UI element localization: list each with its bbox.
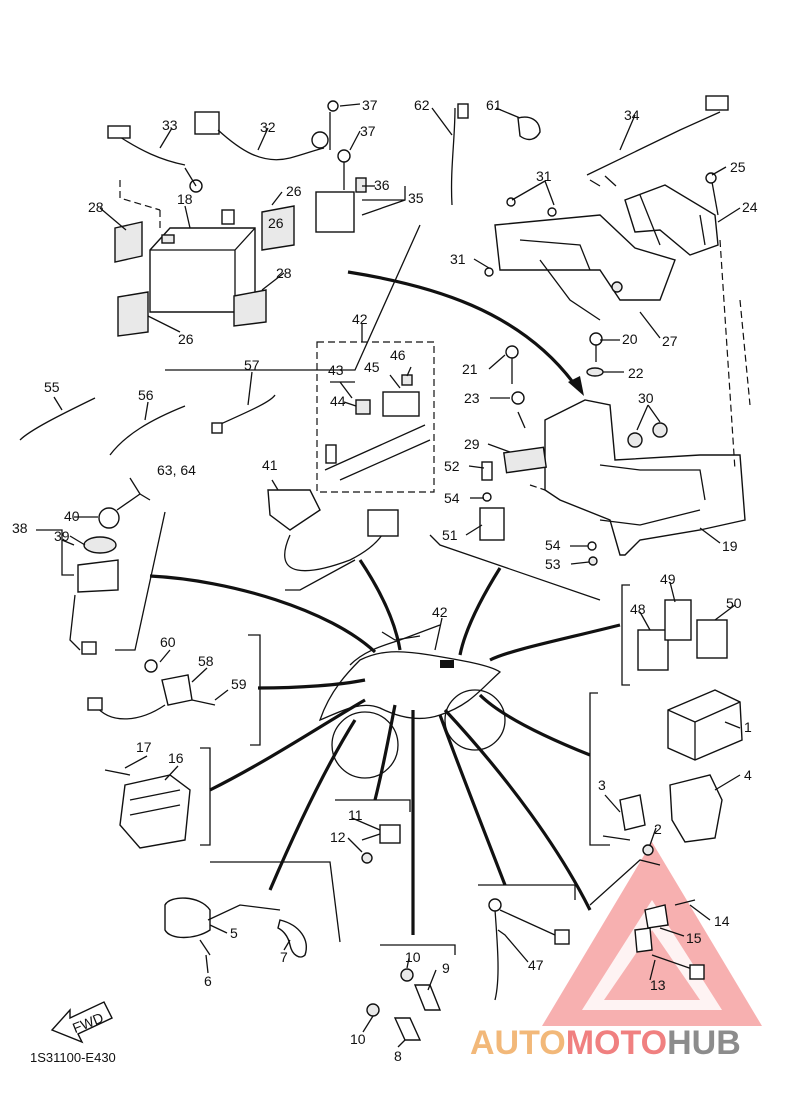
label-22: 22: [628, 365, 644, 381]
label-31b: 31: [450, 251, 466, 267]
label-19: 19: [722, 538, 738, 554]
label-13: 13: [650, 977, 666, 993]
label-54b: 54: [545, 537, 561, 553]
label-5: 5: [230, 925, 238, 941]
label-20: 20: [622, 331, 638, 347]
label-55: 55: [44, 379, 60, 395]
watermark-logo: AUTOMOTOHUB: [470, 1024, 741, 1062]
group-leader-lines: [149, 270, 621, 936]
label-29: 29: [464, 436, 480, 452]
label-26b: 26: [268, 215, 284, 231]
label-32: 32: [260, 119, 276, 135]
label-28b: 28: [276, 265, 292, 281]
label-1: 1: [744, 719, 752, 735]
label-8: 8: [394, 1048, 402, 1064]
label-61: 61: [486, 97, 502, 113]
label-9: 9: [442, 960, 450, 976]
label-46: 46: [390, 347, 406, 363]
label-42a: 42: [352, 311, 368, 327]
label-3: 3: [598, 777, 606, 793]
label-23: 23: [464, 390, 480, 406]
label-2: 2: [654, 821, 662, 837]
fwd-arrow: FWD: [50, 1001, 113, 1044]
label-44: 44: [330, 393, 346, 409]
label-10b: 10: [350, 1031, 366, 1047]
watermark-part-2: MOTO: [566, 1024, 667, 1062]
label-4: 4: [744, 767, 752, 783]
label-40: 40: [64, 508, 80, 524]
label-25: 25: [730, 159, 746, 175]
label-57: 57: [244, 357, 260, 373]
label-31a: 31: [536, 168, 552, 184]
label-41: 41: [262, 457, 278, 473]
label-59: 59: [231, 676, 247, 692]
label-6364: 63, 64: [157, 462, 196, 478]
label-39: 39: [54, 528, 70, 544]
label-21: 21: [462, 361, 478, 377]
label-58: 58: [198, 653, 214, 669]
label-36: 36: [374, 177, 390, 193]
watermark-part-3: HUB: [667, 1024, 741, 1062]
label-45: 45: [364, 359, 380, 375]
motorcycle-outline: [318, 624, 506, 779]
label-60: 60: [160, 634, 176, 650]
label-37a: 37: [362, 97, 378, 113]
label-11: 11: [348, 807, 363, 823]
fwd-label: FWD: [70, 1009, 106, 1036]
label-47: 47: [528, 957, 544, 973]
label-43: 43: [328, 362, 344, 378]
label-54a: 54: [444, 490, 460, 506]
label-27: 27: [662, 333, 678, 349]
label-24: 24: [742, 199, 758, 215]
label-28a: 28: [88, 199, 104, 215]
label-62: 62: [414, 97, 430, 113]
label-leaders: [36, 103, 741, 1048]
label-53: 53: [545, 556, 561, 572]
label-18: 18: [177, 191, 193, 207]
part-labels: 37 37 36 35 32 33 18 26 28 28 26 26 62 6…: [12, 97, 758, 1064]
watermark-part-1: AUTO: [470, 1024, 566, 1062]
watermark-triangle: [542, 842, 762, 1026]
label-56: 56: [138, 387, 154, 403]
label-6: 6: [204, 973, 212, 989]
label-50: 50: [726, 595, 742, 611]
label-7: 7: [280, 949, 288, 965]
label-34: 34: [624, 107, 640, 123]
label-12: 12: [330, 829, 346, 845]
label-48: 48: [630, 601, 646, 617]
battery-group: [107, 100, 367, 337]
label-35: 35: [408, 190, 424, 206]
label-30: 30: [638, 390, 654, 406]
label-52: 52: [444, 458, 460, 474]
label-26c: 26: [178, 331, 194, 347]
sensor-parts: [361, 824, 705, 1041]
diagram-code: 1S31100-E430: [30, 1050, 116, 1065]
label-38: 38: [12, 520, 28, 536]
label-17: 17: [136, 739, 152, 755]
label-15: 15: [686, 930, 702, 946]
label-51: 51: [442, 527, 458, 543]
label-37b: 37: [360, 123, 376, 139]
frame-bracket-group: [450, 95, 729, 321]
label-16: 16: [168, 750, 184, 766]
label-42b: 42: [432, 604, 448, 620]
label-14: 14: [714, 913, 730, 929]
relay-box-group: [316, 341, 435, 493]
label-26a: 26: [286, 183, 302, 199]
label-33: 33: [162, 117, 178, 133]
group-brackets: [115, 224, 661, 955]
left-side-parts: [19, 394, 399, 958]
battery-box-group: [479, 239, 751, 566]
label-10a: 10: [405, 949, 421, 965]
svg-text:AUTOMOTOHUB: AUTOMOTOHUB: [470, 1024, 741, 1062]
label-49: 49: [660, 571, 676, 587]
right-side-parts: [602, 599, 743, 856]
